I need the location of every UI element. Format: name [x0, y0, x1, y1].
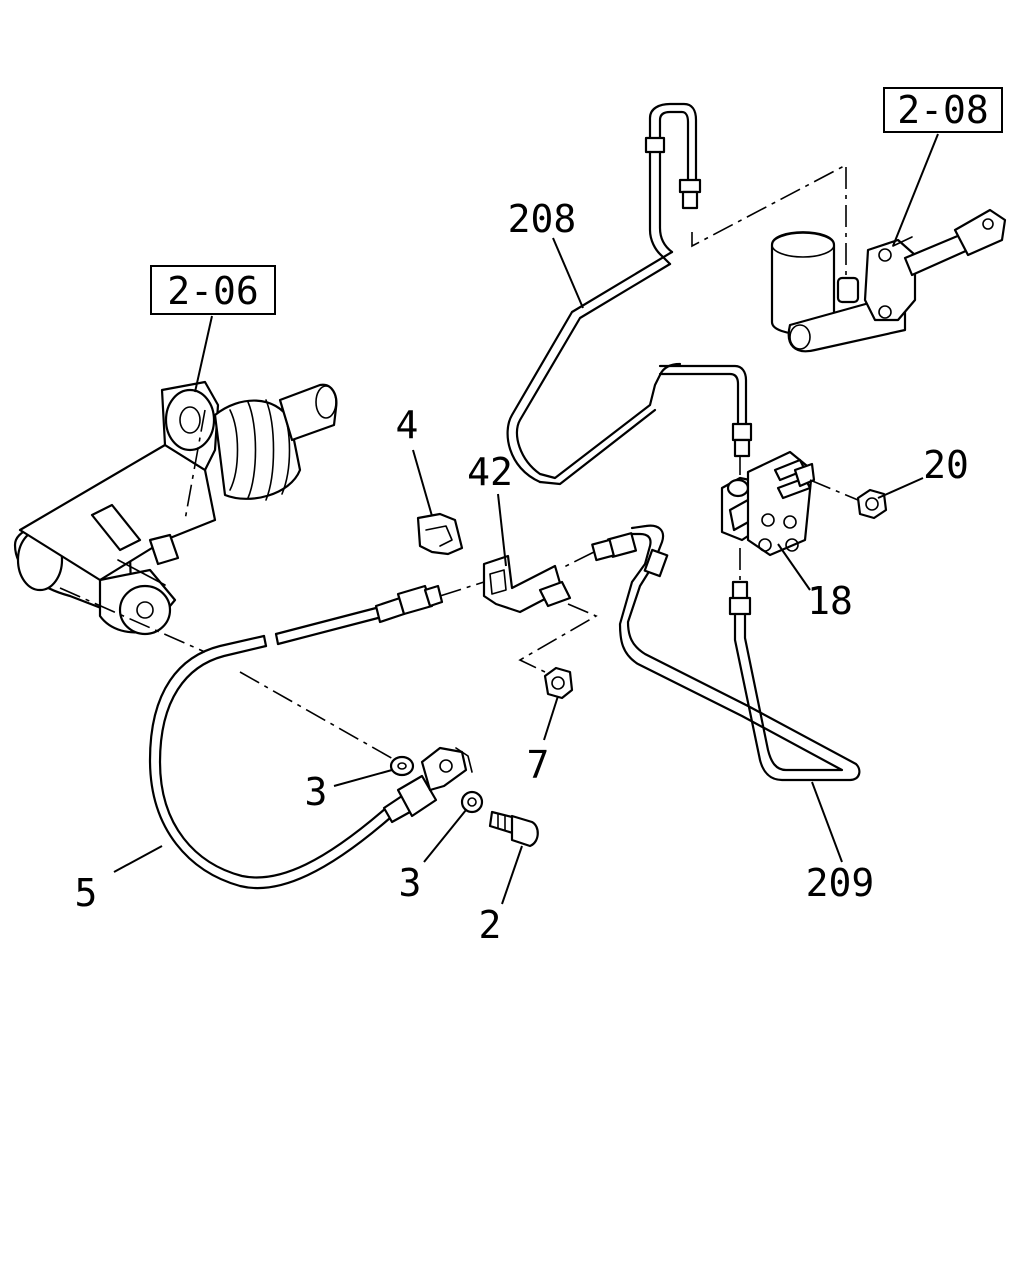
assembly-line-18-to-20 — [809, 479, 859, 501]
leader-2-06 — [194, 315, 213, 393]
leader-2-08 — [892, 133, 939, 247]
callout-208[interactable]: 208 — [508, 197, 577, 241]
leader-2 — [501, 845, 523, 905]
washer-3-lower[interactable] — [460, 790, 484, 814]
assembly-line-slave-to-washer — [239, 671, 396, 761]
callout-2[interactable]: 2 — [479, 903, 502, 947]
callout-7[interactable]: 7 — [527, 743, 550, 787]
leader-208 — [552, 237, 584, 309]
master-cylinder — [770, 208, 1007, 353]
hose-5[interactable] — [148, 584, 473, 890]
leader-3-lower — [423, 809, 467, 863]
slave-cylinder — [13, 380, 338, 636]
leader-5 — [113, 845, 163, 873]
callout-42[interactable]: 42 — [467, 450, 513, 494]
assembly-line-slave-to-hose — [59, 587, 206, 653]
assembly-line-209-to-42 — [561, 551, 595, 569]
leader-4 — [412, 449, 433, 517]
nut-20[interactable] — [856, 488, 888, 520]
leader-42 — [497, 493, 507, 567]
reference-label-2-06: 2-06 — [167, 269, 259, 313]
callout-18[interactable]: 18 — [807, 579, 853, 623]
assembly-line-208-to-master — [691, 163, 847, 278]
assembly-line-42-to-7 — [518, 603, 598, 673]
callout-3-upper[interactable]: 3 — [305, 770, 328, 814]
assembly-line-slave-lever — [184, 409, 206, 521]
pipe-208[interactable] — [506, 102, 753, 486]
leader-7 — [543, 695, 559, 741]
nut-7[interactable] — [543, 666, 574, 700]
reference-box-2-06[interactable]: 2-06 — [150, 265, 276, 315]
bracket-42[interactable] — [482, 554, 572, 614]
leader-20 — [877, 477, 924, 499]
washer-3-upper[interactable] — [389, 755, 415, 777]
union-bolt-2[interactable] — [488, 810, 539, 848]
junction-block-18[interactable] — [720, 450, 816, 616]
assembly-line-5-to-42 — [439, 581, 485, 597]
reference-box-2-08[interactable]: 2-08 — [883, 87, 1003, 133]
callout-209[interactable]: 209 — [806, 861, 875, 905]
callout-4[interactable]: 4 — [396, 403, 419, 447]
clip-4[interactable] — [416, 512, 464, 556]
pipe-209[interactable] — [591, 524, 861, 782]
callout-5[interactable]: 5 — [75, 871, 98, 915]
reference-label-2-08: 2-08 — [897, 88, 989, 132]
leader-209 — [811, 781, 843, 863]
leader-3-upper — [333, 769, 393, 787]
callout-20[interactable]: 20 — [923, 443, 969, 487]
leader-18 — [777, 543, 811, 591]
callout-3-lower[interactable]: 3 — [399, 861, 422, 905]
